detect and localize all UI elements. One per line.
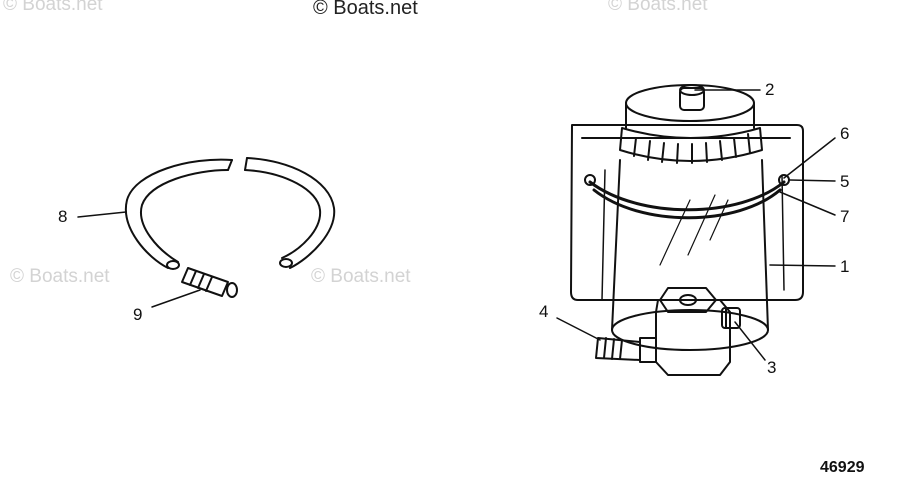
diagram-number: 46929 [820,459,865,476]
callout-6: 6 [840,124,850,143]
watermark-top-left: © Boats.net [3,0,103,15]
callout-2: 2 [765,80,775,99]
watermark-mid-left: © Boats.net [10,266,110,287]
bottom-housing [655,287,731,376]
callout-8: 8 [58,207,68,226]
leader-lines [77,89,836,361]
callout-9: 9 [133,305,143,324]
hose-part [124,157,336,270]
bracket-hole-left [584,174,596,186]
watermark-mid-center: © Boats.net [311,266,411,287]
callout-7: 7 [840,207,850,226]
strap-part [588,180,786,220]
callout-5: 5 [840,172,850,191]
cap-part [619,84,763,164]
reservoir-body [601,159,785,351]
hose-barb [595,337,657,363]
hose-fitting-part [181,267,238,298]
callout-4: 4 [539,302,549,321]
watermark-top-right: © Boats.net [608,0,708,15]
callout-1: 1 [840,257,850,276]
copyright-notice: © Boats.net [313,0,418,19]
mounting-bracket [570,124,804,301]
callout-3: 3 [767,358,777,377]
bracket-hole-right [778,174,790,186]
side-fitting [721,307,741,329]
